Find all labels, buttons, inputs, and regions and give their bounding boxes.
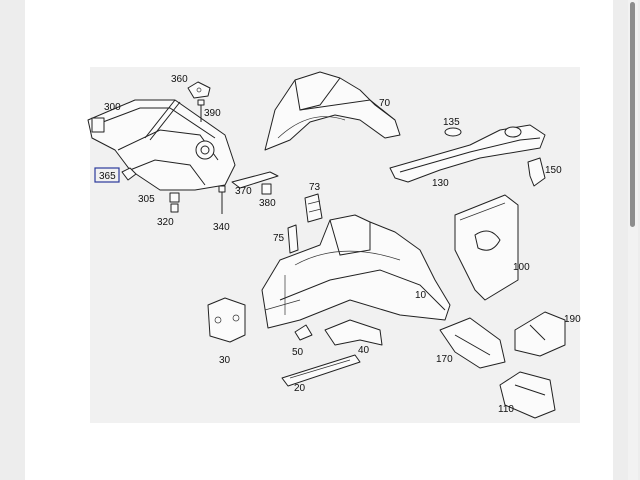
label-73[interactable]: 73 bbox=[309, 182, 321, 193]
selected-part-highlight bbox=[94, 167, 120, 183]
label-40[interactable]: 40 bbox=[358, 345, 370, 356]
label-135[interactable]: 135 bbox=[443, 117, 460, 128]
part-320-bolt[interactable] bbox=[170, 203, 179, 213]
part-130-rail[interactable] bbox=[389, 124, 546, 183]
part-40-gusset[interactable] bbox=[324, 319, 383, 346]
label-170[interactable]: 170 bbox=[436, 354, 453, 365]
part-340-bolt[interactable] bbox=[218, 185, 226, 214]
part-73-bracket[interactable] bbox=[304, 193, 323, 223]
label-360[interactable]: 360 bbox=[171, 74, 188, 85]
part-75-bracket[interactable] bbox=[287, 224, 299, 254]
part-110-bracket[interactable] bbox=[499, 371, 556, 419]
label-380[interactable]: 380 bbox=[259, 198, 276, 209]
label-100[interactable]: 100 bbox=[513, 262, 530, 273]
part-300-subframe[interactable] bbox=[87, 99, 236, 191]
part-380-clip[interactable] bbox=[261, 183, 272, 195]
part-390-bolt[interactable] bbox=[197, 99, 205, 122]
label-70[interactable]: 70 bbox=[379, 98, 391, 109]
label-30[interactable]: 30 bbox=[219, 355, 231, 366]
part-20-strip[interactable] bbox=[281, 354, 361, 387]
part-150-bracket[interactable] bbox=[527, 157, 546, 187]
part-10-front-structure[interactable] bbox=[261, 214, 451, 329]
part-170-member[interactable] bbox=[439, 317, 506, 369]
label-305[interactable]: 305 bbox=[138, 194, 155, 205]
part-305-nut[interactable] bbox=[169, 192, 180, 203]
part-370-strip[interactable] bbox=[231, 171, 279, 189]
label-190[interactable]: 190 bbox=[564, 314, 581, 325]
part-100-panel[interactable] bbox=[454, 194, 519, 301]
label-20[interactable]: 20 bbox=[294, 383, 306, 394]
label-150[interactable]: 150 bbox=[545, 165, 562, 176]
part-365-bracket[interactable] bbox=[121, 167, 137, 181]
label-300[interactable]: 300 bbox=[104, 102, 121, 113]
label-75[interactable]: 75 bbox=[273, 233, 285, 244]
label-10[interactable]: 10 bbox=[415, 290, 427, 301]
vertical-scrollbar[interactable] bbox=[628, 0, 638, 480]
scrollbar-thumb[interactable] bbox=[630, 2, 635, 227]
label-365[interactable]: 365 bbox=[99, 171, 116, 182]
label-390[interactable]: 390 bbox=[204, 108, 221, 119]
label-110[interactable]: 110 bbox=[498, 404, 514, 415]
label-340[interactable]: 340 bbox=[213, 222, 230, 233]
part-360-plate[interactable] bbox=[187, 81, 211, 99]
part-30-bracket[interactable] bbox=[207, 297, 246, 343]
label-370[interactable]: 370 bbox=[235, 186, 252, 197]
part-70-wheelhouse[interactable] bbox=[264, 71, 401, 151]
part-135-grommet[interactable] bbox=[444, 127, 462, 137]
part-50-clip[interactable] bbox=[294, 324, 313, 341]
label-130[interactable]: 130 bbox=[432, 178, 449, 189]
label-50[interactable]: 50 bbox=[292, 347, 304, 358]
label-320[interactable]: 320 bbox=[157, 217, 174, 228]
part-190-bracket[interactable] bbox=[514, 311, 566, 357]
